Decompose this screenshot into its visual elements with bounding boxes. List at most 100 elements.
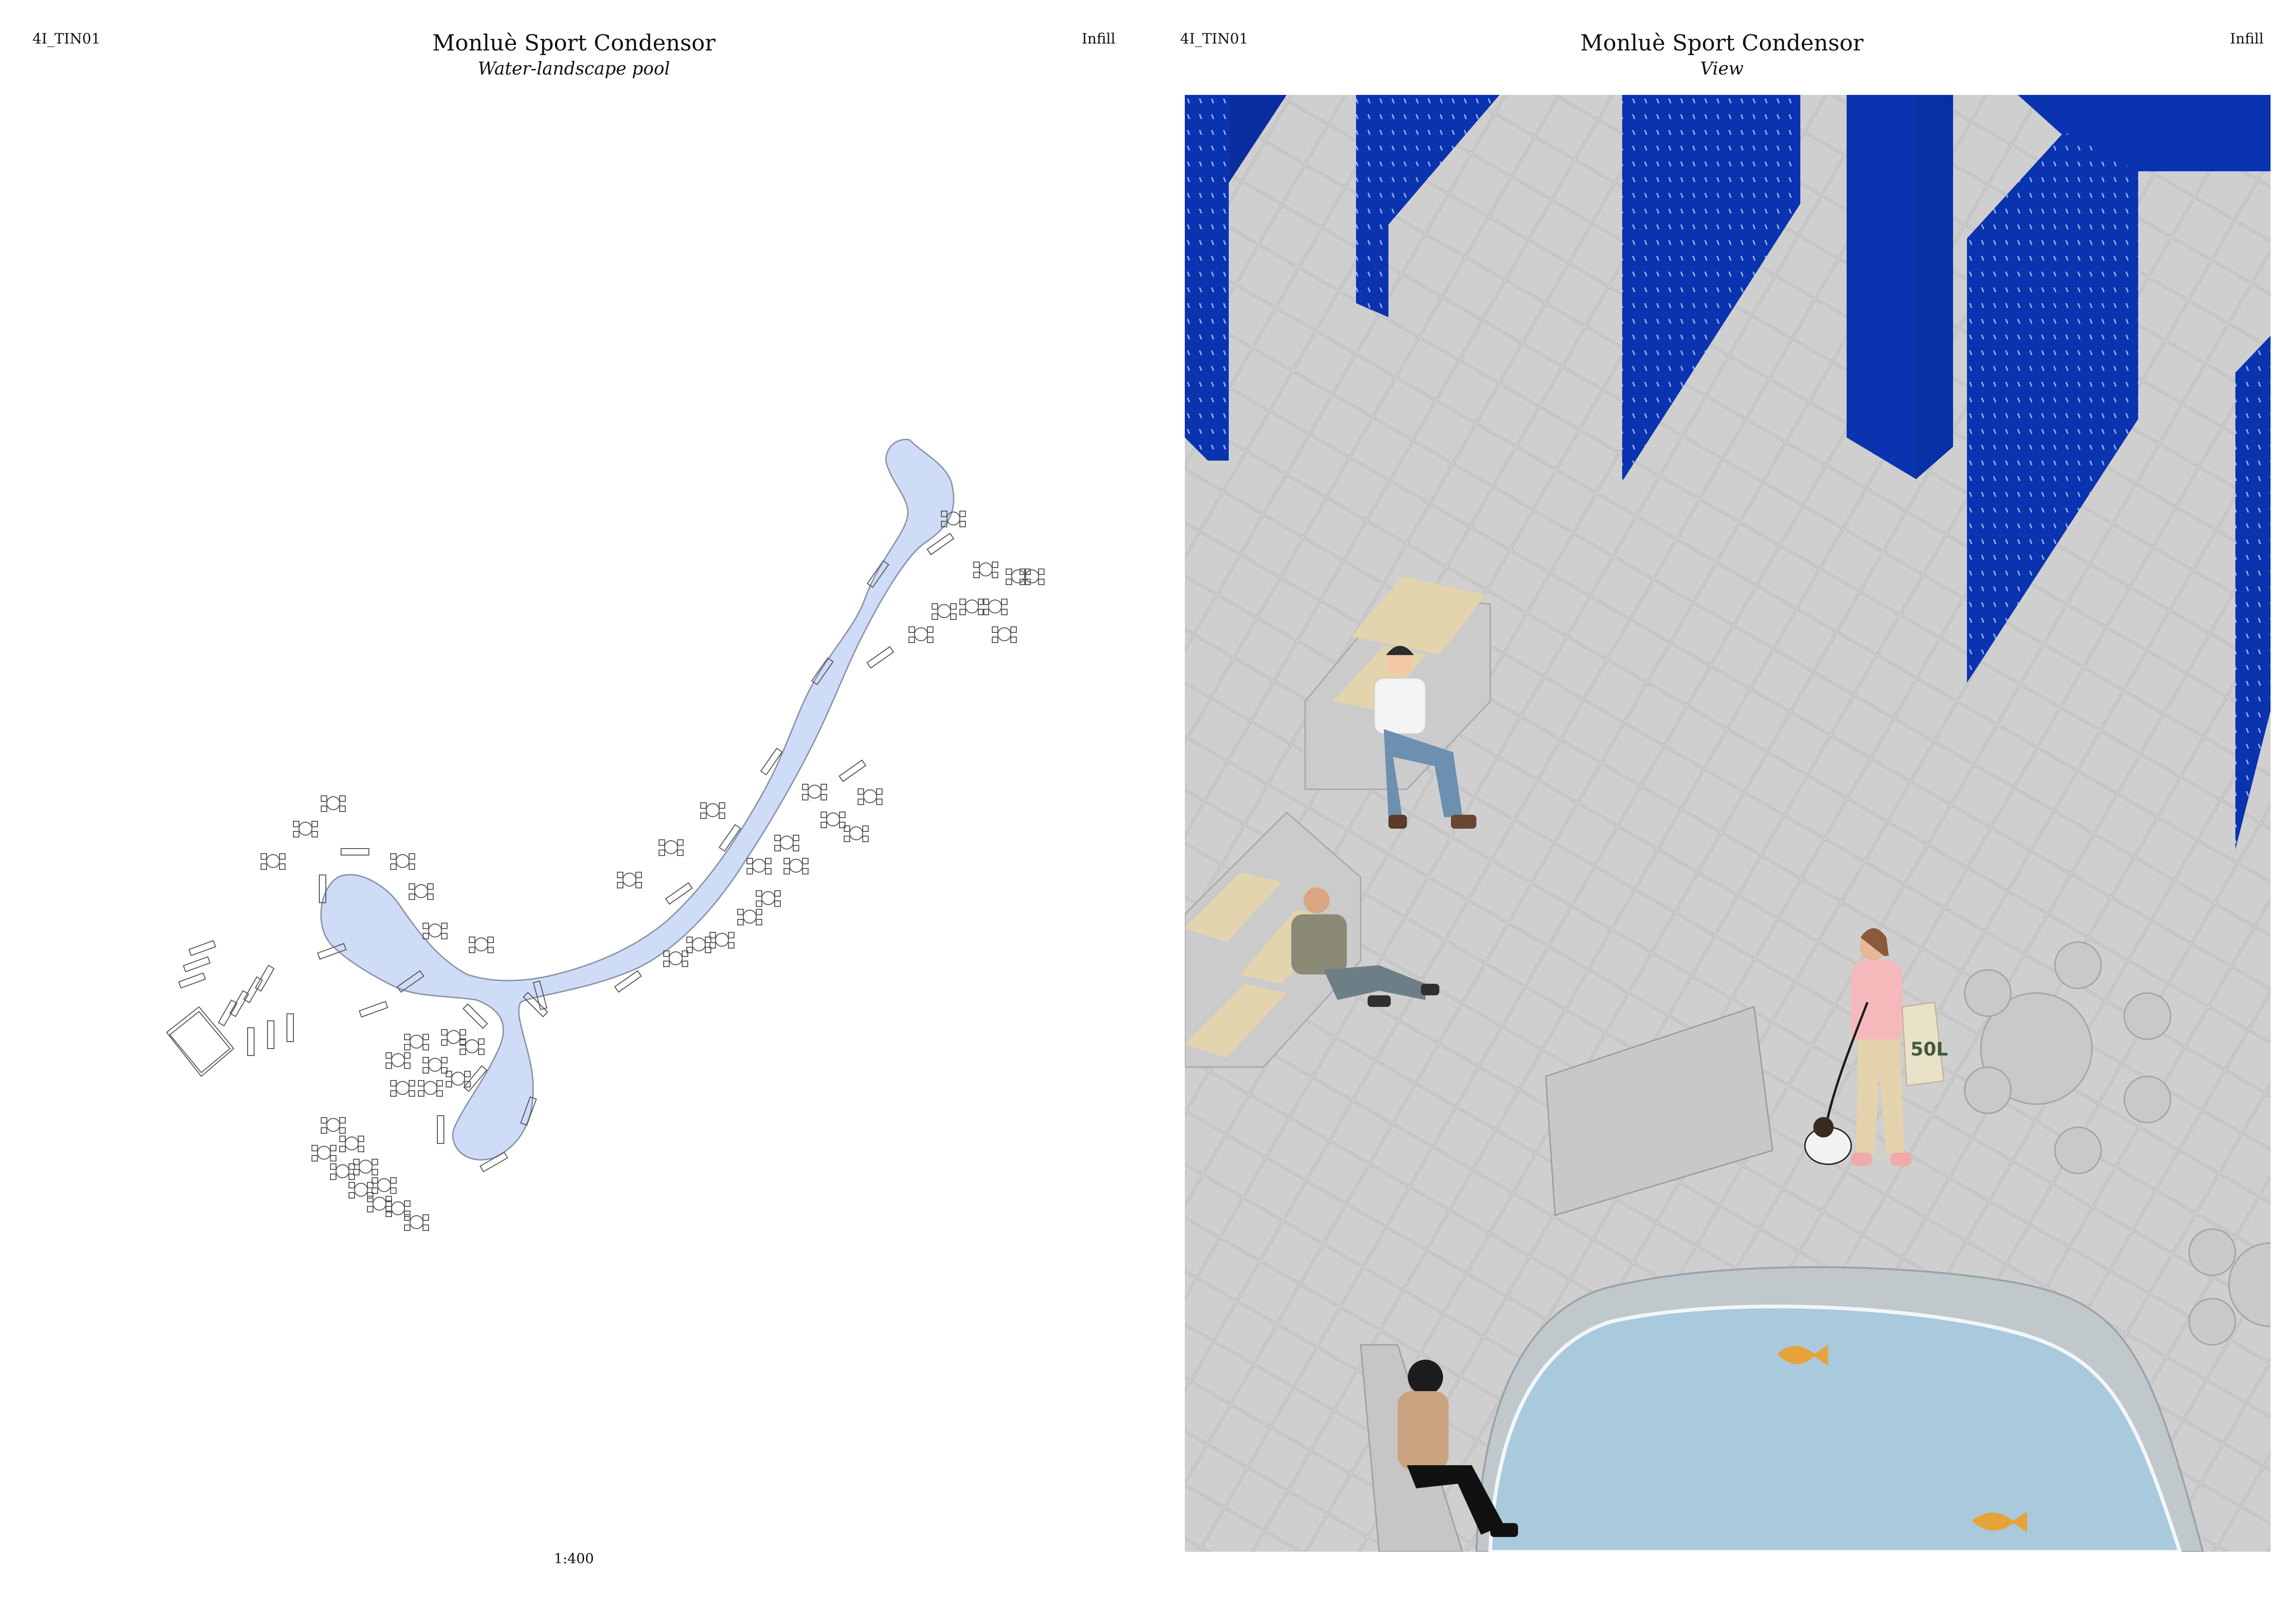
plan-table — [706, 803, 720, 817]
plan-chair — [423, 1224, 429, 1231]
plan-chair — [460, 1029, 466, 1036]
plan-table — [410, 1215, 423, 1229]
sheet-title: Monluè Sport Condensor — [1580, 30, 1864, 56]
plan-chair — [1010, 637, 1017, 643]
plan-chair — [774, 835, 781, 841]
plan-table — [373, 1197, 386, 1211]
plan-chair — [348, 1174, 355, 1180]
infill-label: Infill — [1082, 31, 1115, 47]
plan-chair — [784, 858, 790, 864]
plan-chair — [959, 511, 966, 517]
plan-table — [863, 789, 877, 803]
plan-chair — [372, 1187, 378, 1194]
table-clusters — [261, 511, 1045, 1231]
plan-chair — [1020, 568, 1026, 575]
plan-chair — [446, 1081, 452, 1087]
plan-chair — [386, 1211, 392, 1217]
plan-chair — [409, 853, 415, 860]
plan-table — [359, 1160, 373, 1174]
plan-chair — [802, 784, 809, 790]
plan-chair — [737, 919, 744, 925]
infill-label: Infill — [2230, 31, 2264, 47]
plan-chair — [367, 1182, 373, 1188]
plan-chair — [423, 1044, 429, 1050]
plan-chair — [279, 853, 286, 860]
plan-chair — [774, 890, 781, 897]
plan-chair — [663, 961, 670, 967]
plan-chair — [682, 961, 688, 967]
plan-chair — [682, 950, 688, 957]
plan-chair — [663, 950, 670, 957]
plan-chair — [747, 858, 753, 864]
plan-chair — [478, 1038, 485, 1045]
person-seated-white-shirt — [1374, 646, 1476, 829]
plan-chair — [339, 795, 346, 802]
plan-chair — [423, 923, 429, 929]
plan-chair — [423, 1067, 429, 1074]
plan-chair — [339, 1146, 346, 1152]
plan-chair — [404, 1214, 411, 1221]
scale-label: 1:400 — [554, 1551, 594, 1567]
plan-chair — [959, 521, 966, 527]
round-table-set — [1964, 941, 2271, 1346]
plan-chair — [321, 806, 327, 812]
plan-chair — [418, 1080, 424, 1087]
plan-table — [937, 604, 951, 618]
plan-chair — [386, 1062, 392, 1069]
plan-chair — [1006, 579, 1012, 585]
plan-chair — [756, 890, 762, 897]
plan-table — [1025, 569, 1039, 583]
plan-chair — [821, 784, 827, 790]
plan-chair — [348, 1192, 355, 1199]
plan-chair — [784, 868, 790, 874]
plan-chair — [756, 919, 762, 925]
plan-chair — [372, 1177, 378, 1184]
plan-chair — [802, 868, 809, 874]
plan-chair — [959, 609, 966, 615]
plan-chair — [404, 1224, 411, 1231]
plan-table — [743, 910, 757, 924]
plan-chair — [719, 802, 725, 809]
plan-chair — [700, 812, 707, 819]
plan-chair — [765, 858, 772, 864]
plan-chair — [844, 825, 850, 832]
plan-chair — [441, 933, 448, 939]
plan-chair — [950, 603, 957, 610]
plan-chair — [728, 932, 734, 938]
plan-table — [326, 1118, 340, 1132]
plan-table — [465, 1039, 479, 1053]
plan-chair — [372, 1159, 378, 1165]
plan-chair — [390, 853, 397, 860]
plan-chair — [709, 932, 716, 938]
plan-chair — [973, 562, 980, 568]
plan-chair — [311, 821, 318, 827]
sheet-right: 4I_TIN01 Monluè Sport Condensor View Inf… — [1148, 0, 2296, 1624]
plan-chair — [423, 1214, 429, 1221]
plan-chair — [330, 1145, 336, 1151]
plan-chair — [821, 812, 827, 818]
plan-chair — [677, 849, 684, 856]
plan-table — [423, 1081, 437, 1095]
plan-table — [997, 627, 1011, 641]
plan-chair — [367, 1192, 373, 1199]
plan-table — [336, 1164, 349, 1178]
plan-chair — [705, 947, 711, 953]
plan-chair — [756, 909, 762, 915]
plan-chair — [311, 1155, 318, 1162]
plan-chair — [386, 1206, 392, 1212]
plan-chair — [390, 1090, 397, 1097]
person-on-bench-phone — [1398, 1360, 1518, 1537]
plan-chair — [339, 1117, 346, 1124]
pool — [1475, 1266, 2204, 1552]
plan-chair — [390, 863, 397, 870]
plan-chair — [617, 872, 623, 878]
sheet-subtitle: View — [1700, 58, 1744, 79]
plan-table — [1011, 569, 1025, 583]
plan-chair — [635, 882, 642, 888]
plan-chair — [339, 1136, 346, 1142]
plan-table — [428, 1058, 442, 1072]
plan-chair — [423, 933, 429, 939]
plan-table — [354, 1183, 368, 1197]
plan-chair — [927, 626, 933, 633]
plan-chair — [802, 858, 809, 864]
